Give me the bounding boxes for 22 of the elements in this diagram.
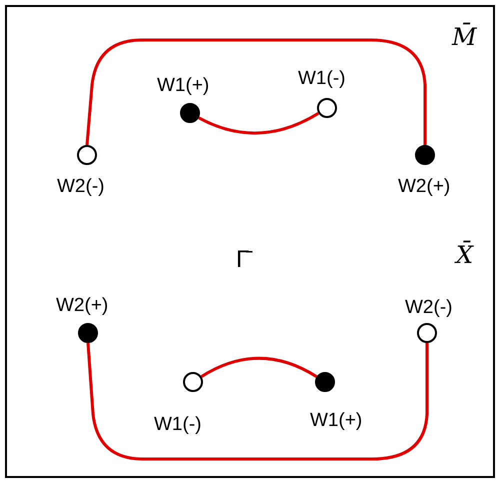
point-label: W2(-) [405, 297, 452, 319]
hollow-point [417, 323, 437, 343]
filled-point [180, 103, 200, 123]
arc-line [86, 38, 426, 146]
point-label: W1(+) [310, 410, 362, 432]
filled-point [315, 372, 335, 392]
hollow-point [183, 372, 203, 392]
hollow-point [317, 98, 337, 118]
filled-point [78, 323, 98, 343]
point-label: W1(-) [298, 68, 346, 90]
hollow-point [77, 145, 97, 165]
arc-line [86, 342, 428, 460]
point-symbol: M̄ [452, 22, 477, 52]
point-label: W1(-) [154, 414, 202, 436]
arc-line [200, 356, 318, 378]
filled-point [415, 145, 435, 165]
arc-line [198, 112, 320, 135]
point-symbol: X̄ [456, 240, 474, 270]
point-label: W2(+) [56, 295, 108, 317]
point-label: W1(+) [157, 75, 210, 97]
point-label: W2(+) [398, 176, 450, 198]
point-label: W2(-) [57, 176, 104, 198]
